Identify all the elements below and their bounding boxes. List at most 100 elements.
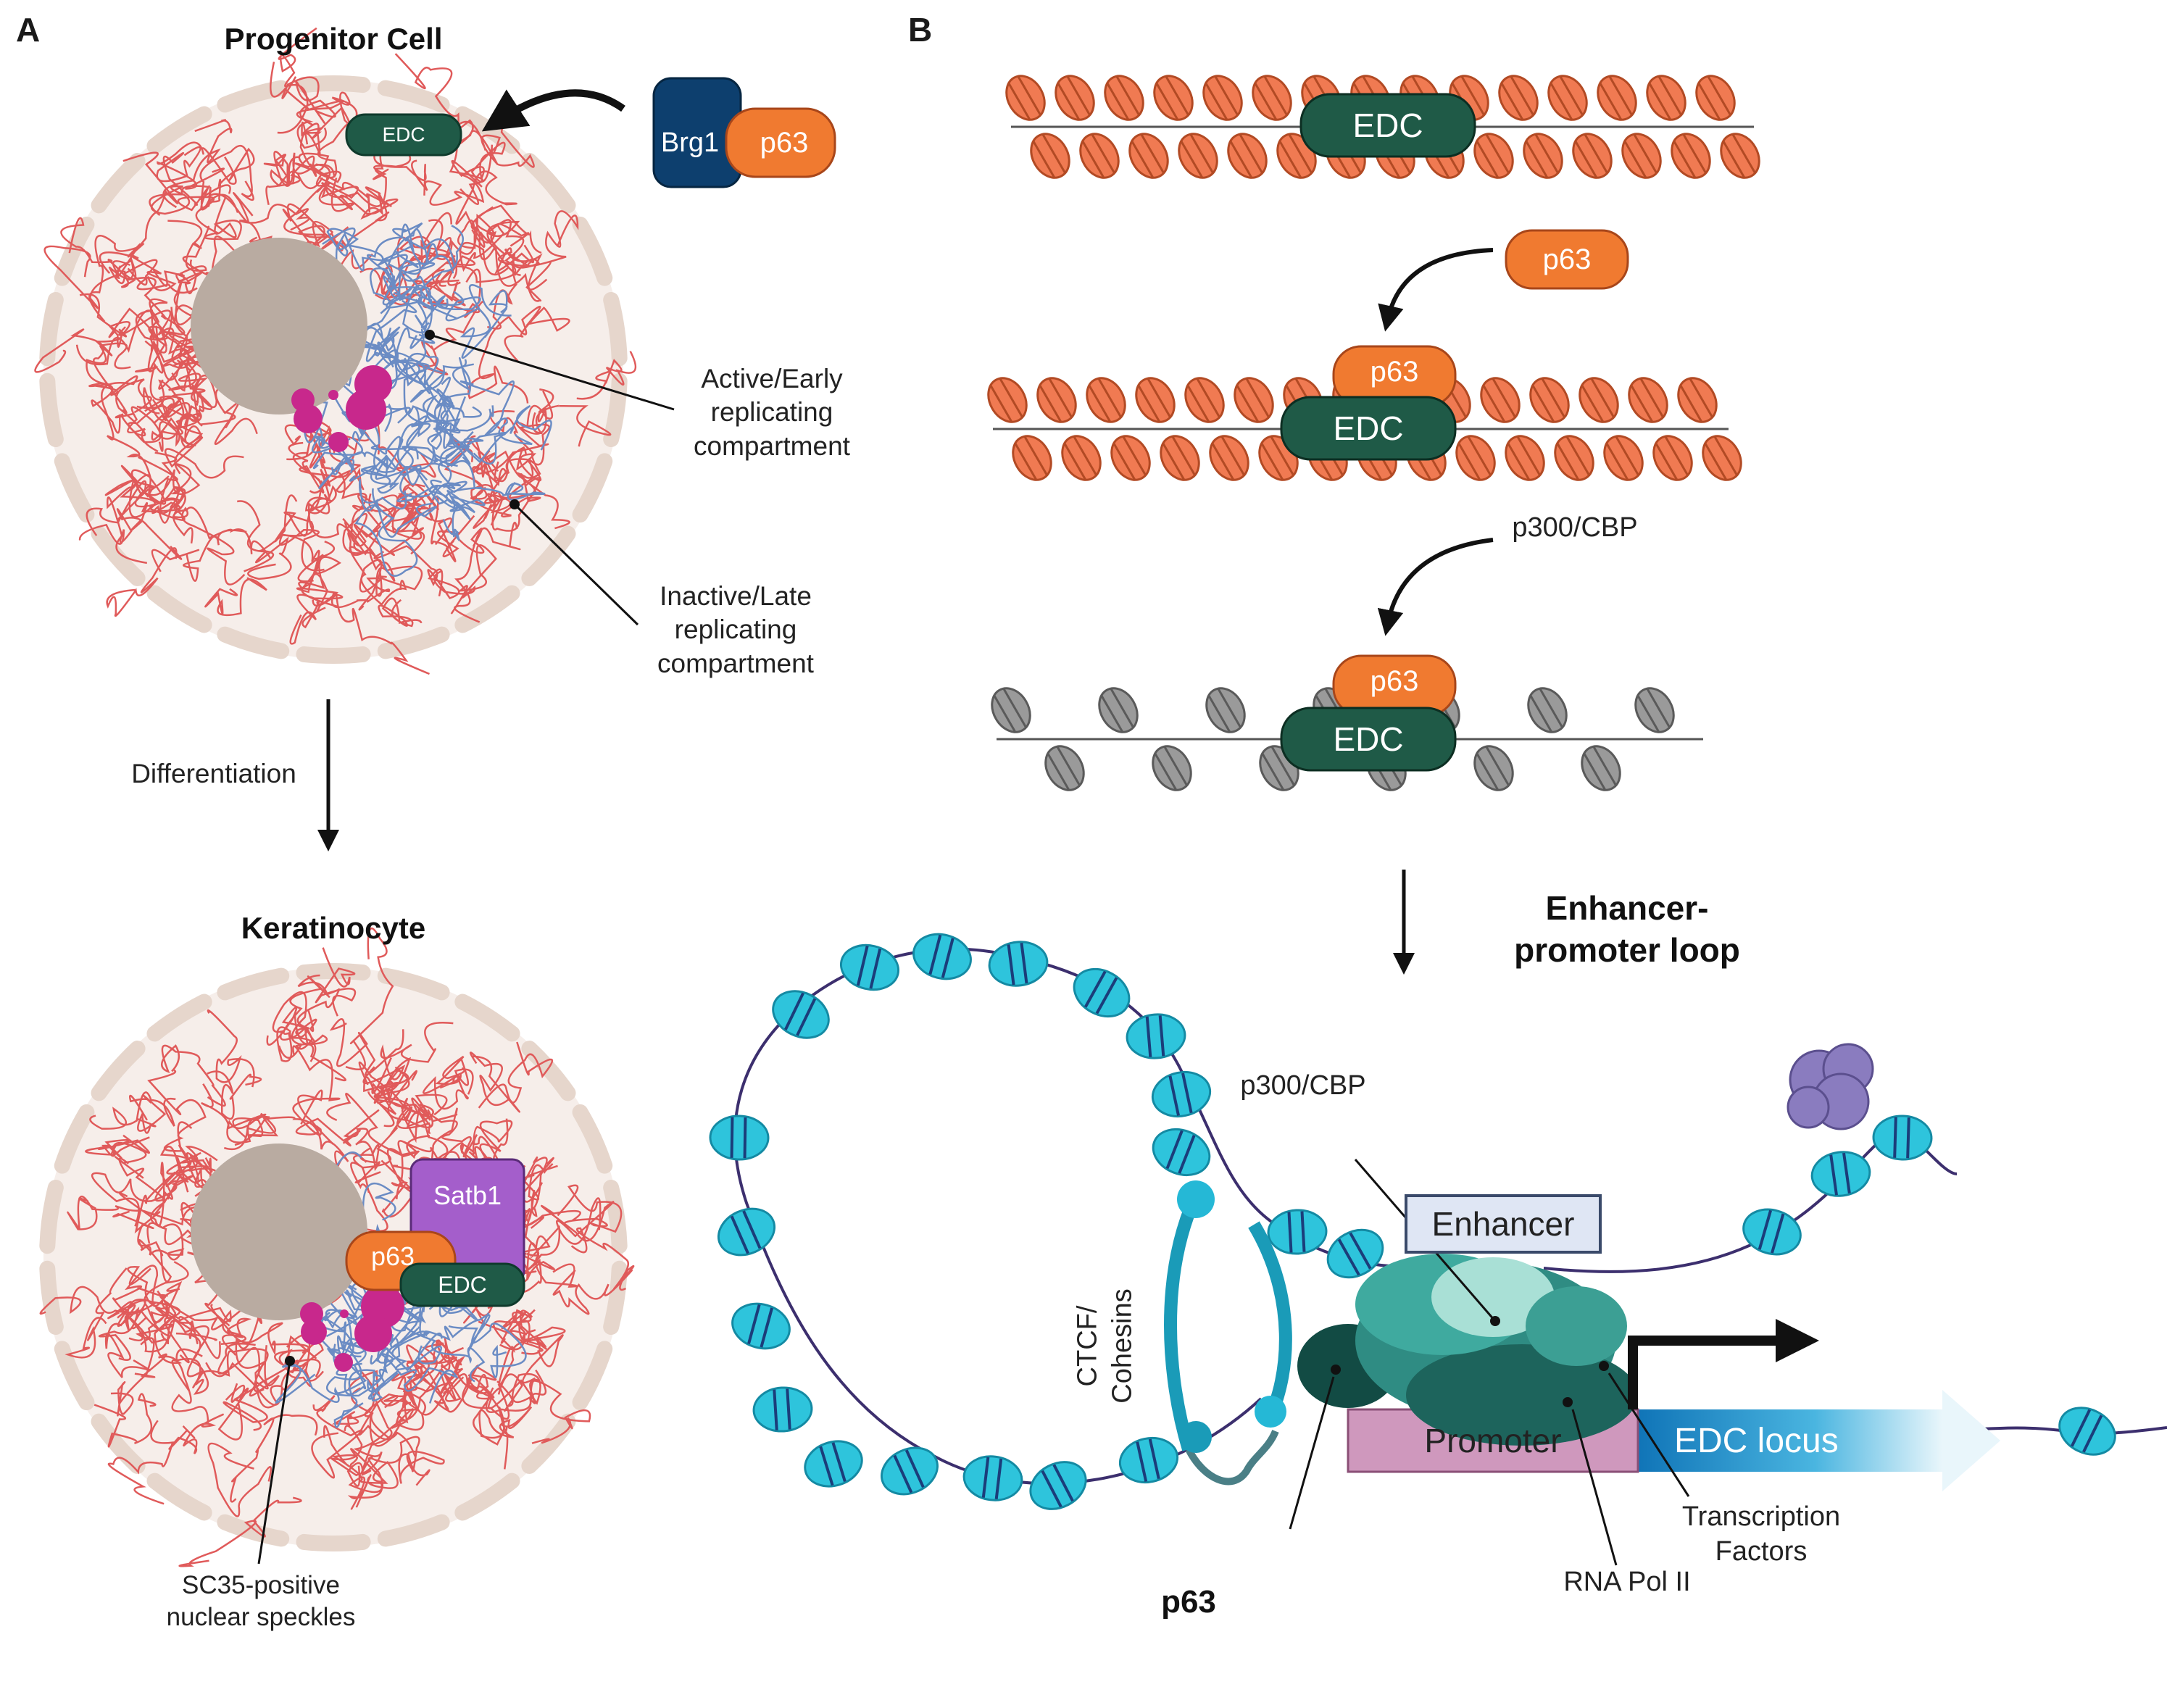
ctcf-line-1: CTCF/	[1072, 1305, 1103, 1387]
nucleosome	[1603, 435, 1644, 481]
chromatin-fiber	[91, 1172, 194, 1227]
chromatin-fiber	[454, 219, 525, 283]
nucleosome	[1267, 1209, 1328, 1255]
nucleosome	[1061, 435, 1102, 481]
nucleolus	[191, 1143, 367, 1320]
chromatin-fiber	[459, 380, 533, 446]
nucleosome	[1098, 687, 1139, 733]
nucleosome	[1126, 1013, 1186, 1059]
nucleosome	[1012, 435, 1052, 481]
nuclear-speckles	[300, 1285, 404, 1372]
chromatin-fiber	[444, 449, 507, 500]
chromatin-fiber	[154, 391, 204, 424]
brg1-arrow	[481, 89, 625, 132]
chromatin-fiber	[436, 489, 475, 541]
chromatin-fiber	[337, 416, 436, 478]
nucleosome	[839, 943, 900, 991]
chromatin-fiber	[366, 223, 415, 306]
chromatin-fiber	[172, 507, 273, 560]
active-line-1: Active/Early	[701, 364, 843, 393]
panel-label-b: B	[908, 11, 933, 49]
nucleosome	[1695, 75, 1736, 121]
envelope-segment	[603, 291, 628, 367]
satb1-label: Satb1	[433, 1180, 502, 1210]
nucleosome	[1153, 75, 1194, 121]
p300-loop-label: p300/CBP	[1240, 1070, 1366, 1101]
edc-label: EDC	[382, 123, 425, 146]
nucleosome	[752, 1386, 813, 1433]
nucleosome	[1118, 1436, 1179, 1484]
envelope-segment	[296, 646, 371, 664]
chromatin-fiber	[369, 552, 423, 597]
chromatin-fiber	[98, 1134, 151, 1159]
loop-title-line-2: promoter loop	[1514, 930, 1740, 969]
chromatin-fiber	[65, 1267, 128, 1359]
transcription-start-arrow	[1628, 1319, 1819, 1409]
p63-protein	[1505, 229, 1629, 290]
chromatin-fiber	[437, 515, 485, 558]
chromatin-fiber	[395, 1372, 426, 1431]
chromatin-fiber	[500, 1310, 566, 1355]
chromatin-fiber	[557, 1184, 623, 1233]
chromatin-fiber	[430, 479, 486, 520]
pointer-dots	[1331, 1316, 1609, 1407]
active-line-2: replicating	[710, 397, 833, 428]
edc-label: EDC	[1333, 720, 1404, 758]
chromatin-fiber	[378, 597, 423, 628]
chromatin-fiber	[207, 147, 255, 213]
chromatin-fiber	[362, 1022, 454, 1084]
chromatin-fiber	[223, 1112, 279, 1151]
envelope-segment	[521, 153, 576, 214]
nucleosome	[1086, 377, 1126, 423]
inactive-line-2: replicating	[674, 615, 797, 645]
edc-locus-arrowhead	[1942, 1390, 2000, 1491]
nucleosome	[1702, 435, 1742, 481]
chromatin-fiber	[373, 545, 460, 599]
envelope-segment	[146, 585, 212, 633]
chromatin-fiber	[417, 1107, 478, 1157]
nucleosome	[987, 377, 1028, 423]
chromatin-fiber	[277, 27, 317, 134]
chromatin-fiber	[305, 1309, 353, 1359]
chromatin-fiber	[88, 235, 140, 322]
nucleosome	[1572, 133, 1613, 179]
chromatin-fiber	[471, 229, 552, 302]
nucleosome	[1152, 1128, 1211, 1177]
chromatin-fiber	[315, 947, 357, 1017]
chromatin-fiber	[75, 298, 199, 366]
nucleosome	[1646, 75, 1686, 121]
nucleosome	[1677, 377, 1718, 423]
nucleosome	[1810, 1151, 1871, 1197]
chromatin-fiber	[478, 1406, 533, 1439]
panel-label-a: A	[16, 11, 41, 49]
nucleosome	[1128, 133, 1169, 179]
chromatin-fiber	[347, 1461, 399, 1508]
nucleosome	[1234, 377, 1274, 423]
chromatin-fiber	[115, 378, 168, 437]
chromatin-fiber	[391, 1367, 465, 1429]
inactive-line-3: compartment	[657, 648, 814, 678]
nucleosome	[804, 1440, 863, 1488]
chromatin-fiber	[151, 529, 247, 582]
edc-region	[1280, 396, 1457, 461]
chromatin-fiber	[531, 404, 612, 447]
envelope-segment	[603, 1260, 628, 1336]
chromatin-fiber	[460, 134, 506, 183]
nucleosome	[1073, 967, 1131, 1018]
chromatin-fiber	[439, 1355, 497, 1399]
nucleosome	[731, 1302, 791, 1350]
nucleosome	[1104, 75, 1144, 121]
chromatin-fiber	[298, 121, 330, 172]
chromatin-fiber	[465, 404, 552, 464]
rna-pol-label: RNA Pol II	[1563, 1567, 1691, 1597]
promoter-label: Promoter	[1424, 1422, 1562, 1459]
chromatin-fiber	[156, 146, 201, 206]
chromatin-fiber	[422, 1057, 474, 1110]
chromatin-fiber	[527, 210, 579, 291]
chromatin-fiber	[129, 1094, 167, 1134]
chromatin-fiber	[89, 1091, 176, 1130]
envelope-segment	[91, 153, 146, 214]
nucleosome	[1029, 1461, 1087, 1510]
nucleosome	[1044, 745, 1085, 791]
nucleosome	[1079, 133, 1120, 179]
